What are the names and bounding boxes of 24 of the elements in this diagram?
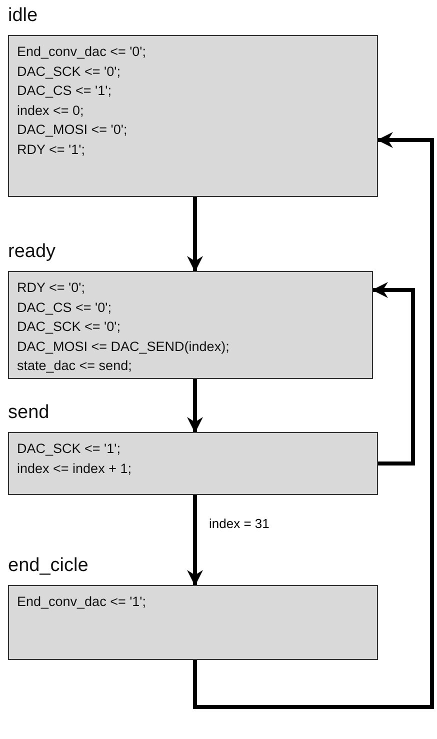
arrow bbox=[372, 282, 415, 466]
arrow bbox=[187, 495, 203, 586]
arrow bbox=[193, 132, 434, 709]
code-line: RDY <= '0'; bbox=[17, 279, 85, 297]
code-line: DAC_CS <= '0'; bbox=[17, 298, 112, 317]
code-line: End_conv_dac <= '0'; bbox=[17, 43, 146, 61]
code-line: RDY <= '1'; bbox=[17, 140, 85, 158]
code-line: End_conv_dac <= '1'; bbox=[17, 593, 146, 611]
code-line: DAC_SCK <= '1'; bbox=[17, 440, 120, 458]
code-line: index <= index + 1; bbox=[17, 460, 132, 478]
code-line: DAC_SCK <= '0'; bbox=[17, 318, 120, 336]
arrow bbox=[187, 197, 203, 272]
code-line: DAC_MOSI <= DAC_SEND(index); bbox=[17, 338, 230, 356]
state-name: send bbox=[8, 401, 50, 425]
state-name: ready bbox=[8, 240, 56, 264]
code-line: index <= 0; bbox=[17, 102, 84, 120]
code-line: DAC_MOSI <= '0'; bbox=[17, 121, 128, 139]
state-name: end_cicle bbox=[8, 554, 88, 578]
state-name: idle bbox=[8, 4, 38, 28]
edge-label: index = 31 bbox=[207, 516, 272, 531]
code-line: state_dac <= send; bbox=[17, 357, 132, 375]
arrow bbox=[187, 379, 203, 433]
code-line: DAC_CS <= '1'; bbox=[17, 82, 112, 100]
code-line: DAC_SCK <= '0'; bbox=[17, 62, 120, 81]
